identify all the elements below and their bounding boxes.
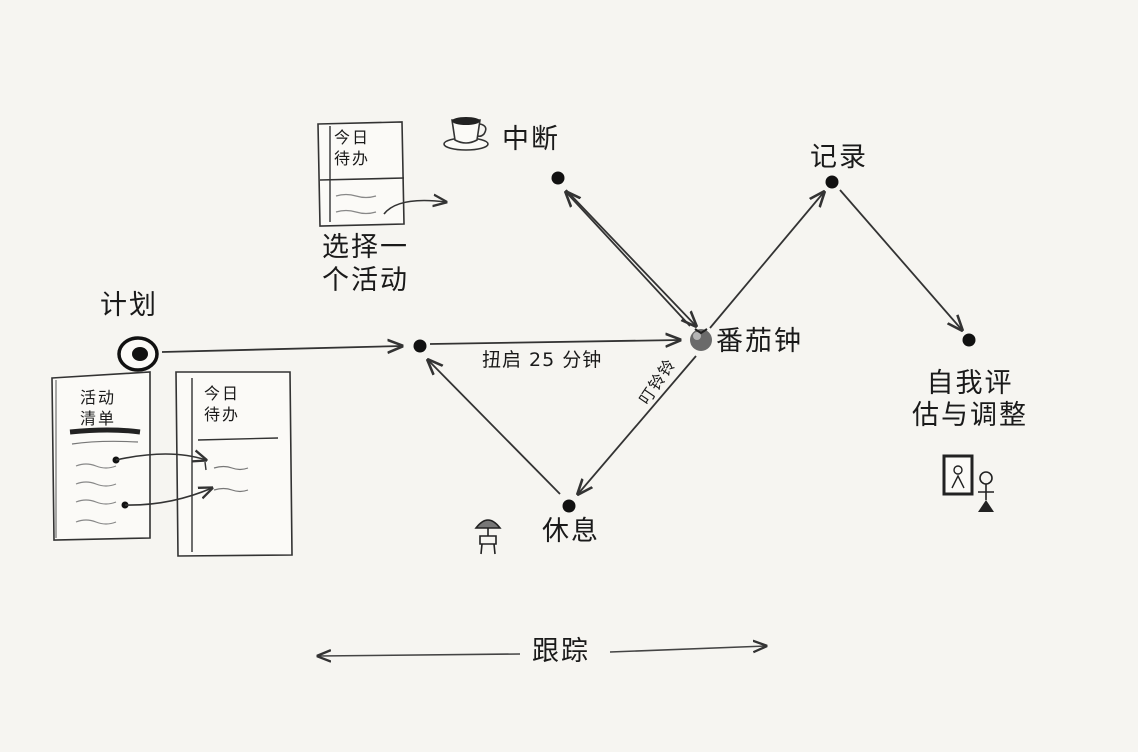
tomato-icon — [690, 328, 712, 351]
tracking-arrows — [318, 646, 766, 656]
dot-rest — [562, 499, 576, 513]
dot-interrupt — [551, 171, 565, 185]
todo-today-title-bottom: 今日 待办 — [204, 384, 241, 424]
node-rest-label: 休息 — [542, 516, 600, 547]
edge-start-label: 扭启 25 分钟 — [482, 349, 603, 371]
arrow-rest-to-choose — [428, 360, 561, 495]
arrow-pomodoro-to-interrupt — [566, 192, 691, 327]
dot-review — [962, 333, 976, 347]
tracking-label: 跟踪 — [532, 636, 590, 667]
node-pomodoro-label: 番茄钟 — [716, 326, 803, 357]
todo-today-title-top: 今日 待办 — [334, 128, 371, 168]
arrow-plan-to-choose — [161, 346, 402, 352]
arrow-record-to-review — [839, 189, 962, 330]
dot-record — [825, 175, 839, 189]
arrow-interrupt-to-pomodoro — [565, 189, 696, 326]
node-dots — [413, 171, 976, 513]
todo-today-paper-bottom — [175, 371, 293, 557]
eye-icon — [117, 336, 159, 372]
arrow-pomodoro-to-rest — [578, 355, 697, 494]
umbrella-person-icon — [474, 519, 502, 555]
node-record-label: 记录 — [810, 142, 868, 173]
node-plan-label: 计划 — [100, 290, 158, 321]
activity-list-title: 活动 清单 — [80, 388, 117, 428]
node-review-label: 自我评 估与调整 — [912, 368, 1028, 432]
node-choose-label: 选择一 个活动 — [322, 232, 409, 296]
node-interrupt-label: 中断 — [502, 124, 560, 155]
mirror-person-icon — [942, 454, 994, 512]
dot-choose — [413, 339, 427, 353]
list-transfer-arrows — [112, 454, 213, 509]
arrow-choose-to-pomodoro — [429, 340, 680, 344]
arrow-pomodoro-to-record — [709, 192, 824, 329]
flow-arrows — [161, 189, 962, 495]
todo-today-paper-top — [317, 121, 446, 227]
activity-list-paper — [51, 371, 151, 541]
coffee-cup-icon — [443, 117, 489, 151]
